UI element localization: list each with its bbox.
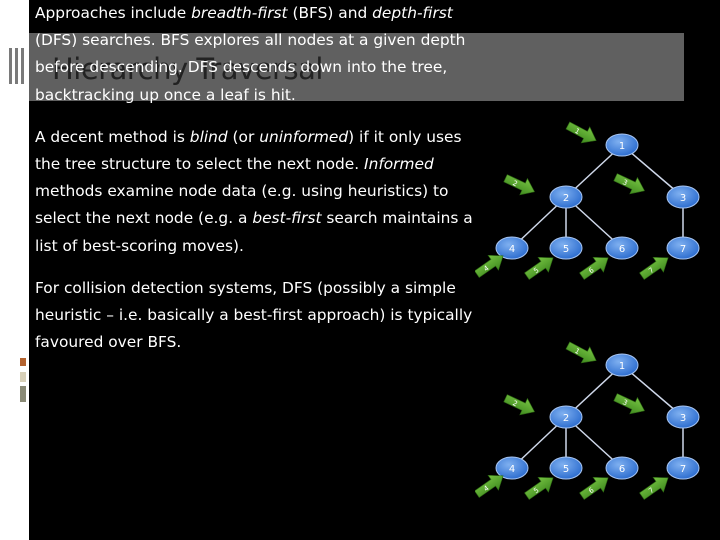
traversal-order-label: 2 bbox=[511, 179, 518, 188]
traversal-order-label: 7 bbox=[647, 266, 655, 275]
emphasis-text: blind bbox=[189, 127, 228, 146]
body-text: ) if it only uses the tree structure to … bbox=[35, 127, 462, 174]
tree-node bbox=[666, 185, 700, 209]
traversal-order-label: 4 bbox=[482, 264, 491, 273]
tree-node bbox=[549, 185, 583, 209]
traversal-order-arrow: 5 bbox=[524, 257, 554, 280]
arrow-icon bbox=[524, 257, 554, 280]
title-accent-bars bbox=[0, 48, 29, 84]
arrow-icon bbox=[565, 341, 597, 364]
body-text: Approaches include bbox=[35, 4, 192, 22]
traversal-order-label: 4 bbox=[482, 484, 491, 493]
arrow-icon bbox=[639, 257, 669, 280]
body-text: (or bbox=[227, 127, 260, 146]
slide-body: Approaches include breadth-first (BFS) a… bbox=[35, 0, 475, 371]
tree-node-label: 5 bbox=[563, 244, 569, 255]
tree-node-label: 3 bbox=[680, 413, 686, 424]
emphasis-text: uninformed bbox=[259, 127, 349, 146]
tree-node-label: 4 bbox=[509, 244, 515, 255]
tree-node bbox=[549, 405, 583, 429]
tree-node-label: 1 bbox=[619, 141, 625, 152]
body-text: A decent method is bbox=[35, 127, 190, 146]
tree-node-label: 1 bbox=[619, 361, 625, 372]
dfs-tree-diagram: 1 2 3 4 5 6 7 1 2 3 4 5 6 7 bbox=[475, 341, 700, 500]
arrow-icon bbox=[475, 255, 504, 278]
traversal-order-arrow: 6 bbox=[579, 477, 609, 500]
left-margin bbox=[0, 0, 29, 540]
traversal-order-label: 1 bbox=[573, 127, 581, 136]
tree-node-label: 2 bbox=[563, 413, 569, 424]
tree-node-label: 6 bbox=[619, 464, 625, 475]
arrow-icon bbox=[503, 394, 535, 416]
tree-node bbox=[549, 456, 583, 480]
tree-node bbox=[605, 456, 639, 480]
traversal-order-arrow: 2 bbox=[503, 394, 535, 416]
traversal-order-arrow: 3 bbox=[613, 173, 645, 195]
arrow-icon bbox=[565, 121, 597, 144]
traversal-order-arrow: 6 bbox=[579, 257, 609, 280]
arrow-icon bbox=[579, 257, 609, 280]
traversal-order-arrow: 5 bbox=[524, 477, 554, 500]
emphasis-text: breadth-first bbox=[191, 4, 288, 22]
title-band bbox=[29, 33, 684, 101]
arrow-icon bbox=[639, 477, 669, 500]
tree-node bbox=[666, 405, 700, 429]
bfs-tree-diagram: 1 2 3 4 5 6 7 1 2 3 4 5 6 7 bbox=[475, 121, 700, 280]
body-paragraph: A decent method is blind (or uninformed)… bbox=[35, 124, 475, 260]
tree-node bbox=[666, 456, 700, 480]
body-text: (BFS) and bbox=[287, 4, 373, 22]
page-title: Hierarchy Traversal bbox=[52, 52, 323, 86]
body-text: (DFS) searches. BFS explores all nodes a… bbox=[35, 31, 466, 104]
body-text: For collision detection systems, DFS (po… bbox=[35, 278, 473, 352]
traversal-order-arrow: 3 bbox=[613, 393, 645, 415]
tree-node bbox=[605, 133, 639, 157]
accent-marker bbox=[20, 372, 26, 382]
tree-node bbox=[605, 353, 639, 377]
accent-marker bbox=[20, 386, 26, 402]
traversal-order-arrow: 7 bbox=[639, 257, 669, 280]
tree-node-label: 7 bbox=[680, 464, 686, 475]
tree-node-label: 2 bbox=[563, 193, 569, 204]
traversal-order-label: 6 bbox=[587, 266, 596, 275]
emphasis-text: Informed bbox=[364, 155, 434, 174]
tree-node-label: 6 bbox=[619, 244, 625, 255]
traversal-order-label: 5 bbox=[532, 486, 540, 495]
traversal-order-arrow: 1 bbox=[565, 121, 597, 144]
traversal-order-arrow: 2 bbox=[503, 174, 535, 196]
body-text: methods examine node data (e.g. using he… bbox=[35, 182, 449, 228]
arrow-icon bbox=[524, 477, 554, 500]
tree-node bbox=[495, 456, 529, 480]
emphasis-text: best-first bbox=[252, 209, 322, 228]
traversal-order-label: 3 bbox=[621, 178, 628, 187]
arrow-icon bbox=[613, 393, 645, 415]
tree-node bbox=[666, 236, 700, 260]
traversal-order-label: 2 bbox=[511, 399, 518, 408]
arrow-icon bbox=[613, 173, 645, 195]
emphasis-text: depth-first bbox=[372, 4, 453, 22]
tree-node-label: 3 bbox=[680, 193, 686, 204]
tree-node-label: 5 bbox=[563, 464, 569, 475]
arrow-icon bbox=[503, 174, 535, 196]
tree-node bbox=[549, 236, 583, 260]
traversal-order-label: 5 bbox=[532, 266, 540, 275]
traversal-order-arrow: 1 bbox=[565, 341, 597, 364]
body-paragraph: Approaches include breadth-first (BFS) a… bbox=[35, 0, 475, 109]
tree-node bbox=[495, 236, 529, 260]
tree-node-label: 7 bbox=[680, 244, 686, 255]
traversal-order-label: 1 bbox=[573, 347, 581, 356]
traversal-order-arrow: 7 bbox=[639, 477, 669, 500]
body-text: search maintains a list of best-scoring … bbox=[35, 209, 473, 255]
body-paragraph: For collision detection systems, DFS (po… bbox=[35, 275, 475, 357]
traversal-order-arrow: 4 bbox=[475, 255, 504, 278]
tree-node bbox=[605, 236, 639, 260]
arrow-icon bbox=[475, 475, 504, 498]
traversal-order-label: 3 bbox=[621, 398, 628, 407]
traversal-order-arrow: 4 bbox=[475, 475, 504, 498]
accent-marker bbox=[20, 358, 26, 366]
arrow-icon bbox=[579, 477, 609, 500]
traversal-order-label: 6 bbox=[587, 486, 596, 495]
traversal-order-label: 7 bbox=[647, 486, 655, 495]
tree-node-label: 4 bbox=[509, 464, 515, 475]
